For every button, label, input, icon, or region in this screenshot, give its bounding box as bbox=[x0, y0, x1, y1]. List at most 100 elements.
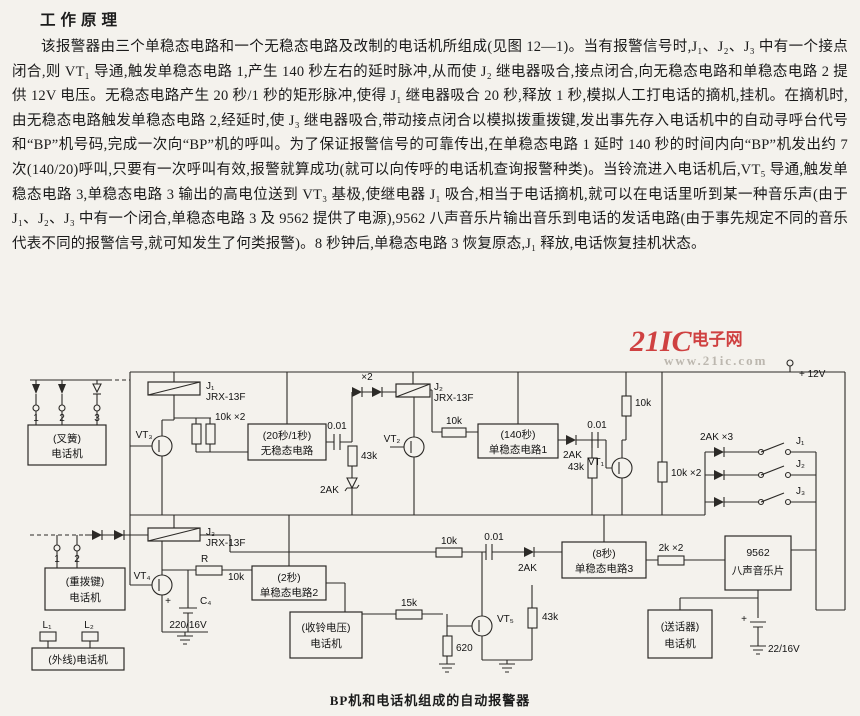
transistor-icons bbox=[151, 435, 633, 637]
r10k-b-label: 10k bbox=[635, 398, 652, 409]
cap-001-b-label: 0.01 bbox=[587, 420, 607, 431]
relay-j3-name: J₃ bbox=[206, 527, 215, 538]
ground-symbols bbox=[177, 635, 766, 673]
relay-j1-name: J₁ bbox=[206, 381, 215, 392]
fork-phone-label-2: 电话机 bbox=[51, 447, 83, 460]
diode-2ak-b-icon bbox=[566, 435, 577, 445]
monostable3-box: (8秒) 单稳态电路3 bbox=[561, 541, 647, 579]
astable-label-2: 无稳态电路 bbox=[261, 444, 314, 457]
vt2-label: VT₂ bbox=[384, 434, 401, 445]
ring-label-2: 电话机 bbox=[310, 637, 342, 650]
cap-22-plus-label: + bbox=[741, 614, 747, 625]
cap-c4-value-label: 220/16V bbox=[169, 620, 207, 631]
mono2-label-1: (2秒) bbox=[277, 571, 300, 584]
vt1-label: VT₁ bbox=[588, 457, 605, 468]
relay-j2-name: J₂ bbox=[434, 382, 443, 393]
vt5-label: VT₅ bbox=[497, 614, 514, 625]
terminal-3-label: 3 bbox=[94, 413, 100, 424]
zener-2ak-icon bbox=[344, 477, 360, 492]
cap-c4-plus-label: + bbox=[165, 596, 171, 607]
diagram-labels: 1 2 3 VT₃ 10k ×2 0.01 43k 2AK ×2 VT₂ 10k… bbox=[33, 369, 826, 655]
music-chip-box: 9562 八声音乐片 bbox=[724, 535, 792, 591]
r-label: R bbox=[201, 554, 208, 565]
relay-j3: J₃ JRX-13F bbox=[147, 527, 245, 549]
outside-line-phone-box: (外线)电话机 bbox=[31, 647, 125, 671]
resistors bbox=[191, 395, 685, 657]
x2-label: ×2 bbox=[361, 372, 373, 383]
fork-phone-label-1: (叉簧) bbox=[53, 432, 81, 445]
supply-12v-label: + 12V bbox=[799, 369, 826, 380]
vt3-label: VT₃ bbox=[136, 430, 153, 441]
l1-label: L₁ bbox=[43, 620, 53, 631]
mono3-label-1: (8秒) bbox=[592, 547, 615, 560]
terminal-2-label: 2 bbox=[59, 413, 65, 424]
diode-2ak-x3-icons bbox=[714, 447, 725, 507]
mono1-label-2: 单稳态电路1 bbox=[489, 443, 547, 456]
redial-phone-box: (重拨键) 电话机 bbox=[44, 567, 126, 611]
relay3-diode-icons bbox=[92, 530, 125, 540]
switch-j2-label: J₂ bbox=[796, 459, 805, 470]
relay-j1: J₁ JRX-13F bbox=[147, 381, 245, 403]
monostable2-box: (2秒) 单稳态电路2 bbox=[251, 565, 327, 601]
body-paragraph: 该报警器由三个单稳态电路和一个无稳态电路及改制的电话机所组成(见图 12—1)。… bbox=[12, 39, 848, 252]
transmitter-phone-box: (送话器) 电话机 bbox=[647, 609, 713, 659]
r10k-d-label: 10k bbox=[441, 536, 458, 547]
terminal-1-label: 1 bbox=[33, 413, 39, 424]
relay-j2: J₂ JRX-13F bbox=[395, 382, 473, 404]
diode-2ak-x3-label: 2AK ×3 bbox=[700, 432, 734, 443]
mono1-label-1: (140秒) bbox=[500, 428, 535, 441]
r10k-c-label: 10k bbox=[228, 572, 245, 583]
diode-2ak-c-icon bbox=[524, 547, 535, 557]
music-chip-label-2: 八声音乐片 bbox=[732, 564, 785, 577]
wires bbox=[30, 366, 846, 664]
diode-2ak-c-label: 2AK bbox=[518, 563, 537, 574]
transmitter-label-1: (送话器) bbox=[661, 620, 700, 633]
mono3-label-2: 单稳态电路3 bbox=[575, 562, 633, 575]
r15k-label: 15k bbox=[401, 598, 418, 609]
diode-pair-icon bbox=[352, 387, 383, 397]
redial-label-2: 电话机 bbox=[69, 591, 101, 604]
l2-label: L₂ bbox=[84, 620, 94, 631]
r10k-x2-a-label: 10k ×2 bbox=[215, 412, 246, 423]
relay-j2-model: JRX-13F bbox=[434, 393, 473, 404]
terminal-b1-label: 1 bbox=[54, 554, 60, 565]
r10k-x2-b-label: 10k ×2 bbox=[671, 468, 702, 479]
figure-caption: BP机和电话机组成的自动报警器 bbox=[329, 693, 531, 708]
capacitors bbox=[179, 432, 766, 628]
zener-2ak-a-label: 2AK bbox=[320, 485, 339, 496]
hook-contact-icons bbox=[32, 383, 102, 395]
mono2-label-2: 单稳态电路2 bbox=[260, 586, 318, 599]
terminal-b2-label: 2 bbox=[74, 554, 80, 565]
music-chip-label-1: 9562 bbox=[746, 547, 770, 559]
outside-line-label: (外线)电话机 bbox=[48, 653, 108, 666]
cap-001-c-label: 0.01 bbox=[484, 532, 504, 543]
relay-contact-switches bbox=[757, 442, 792, 506]
cap-22-value-label: 22/16V bbox=[768, 644, 800, 655]
fork-phone-box: (叉簧) 电话机 bbox=[27, 424, 107, 466]
cap-c4-label: C₄ bbox=[200, 596, 211, 607]
diode-2ak-b-label: 2AK bbox=[563, 450, 582, 461]
terminal-icons bbox=[32, 359, 794, 642]
ring-label-1: (收铃电压) bbox=[302, 621, 351, 634]
watermark-cn-text: 电子网 bbox=[691, 330, 743, 349]
r10k-a-label: 10k bbox=[446, 416, 463, 427]
relay-j3-model: JRX-13F bbox=[206, 538, 245, 549]
switch-j3-label: J₃ bbox=[796, 486, 805, 497]
circuit-diagram: (叉簧) 电话机 (20秒/1秒) 无稳态电路 (140秒) 单稳态电路1 (重… bbox=[27, 359, 846, 673]
ring-voltage-phone-box: (收铃电压) 电话机 bbox=[289, 611, 363, 659]
transmitter-label-2: 电话机 bbox=[664, 637, 696, 650]
r43k-a-label: 43k bbox=[361, 451, 378, 462]
redial-label-1: (重拨键) bbox=[66, 575, 105, 588]
switch-j1-label: J₁ bbox=[796, 436, 805, 447]
astable-label-1: (20秒/1秒) bbox=[263, 429, 311, 442]
r43k-b-label: 43k bbox=[568, 462, 585, 473]
vt4-label: VT₄ bbox=[134, 571, 151, 582]
relay-j1-model: JRX-13F bbox=[206, 392, 245, 403]
r2k-x2-label: 2k ×2 bbox=[659, 543, 684, 554]
page-title: 工作原理 bbox=[40, 12, 123, 29]
astable-circuit-box: (20秒/1秒) 无稳态电路 bbox=[247, 423, 327, 461]
cap-001-a-label: 0.01 bbox=[327, 421, 347, 432]
monostable1-box: (140秒) 单稳态电路1 bbox=[477, 423, 559, 459]
r620-label: 620 bbox=[456, 643, 473, 654]
